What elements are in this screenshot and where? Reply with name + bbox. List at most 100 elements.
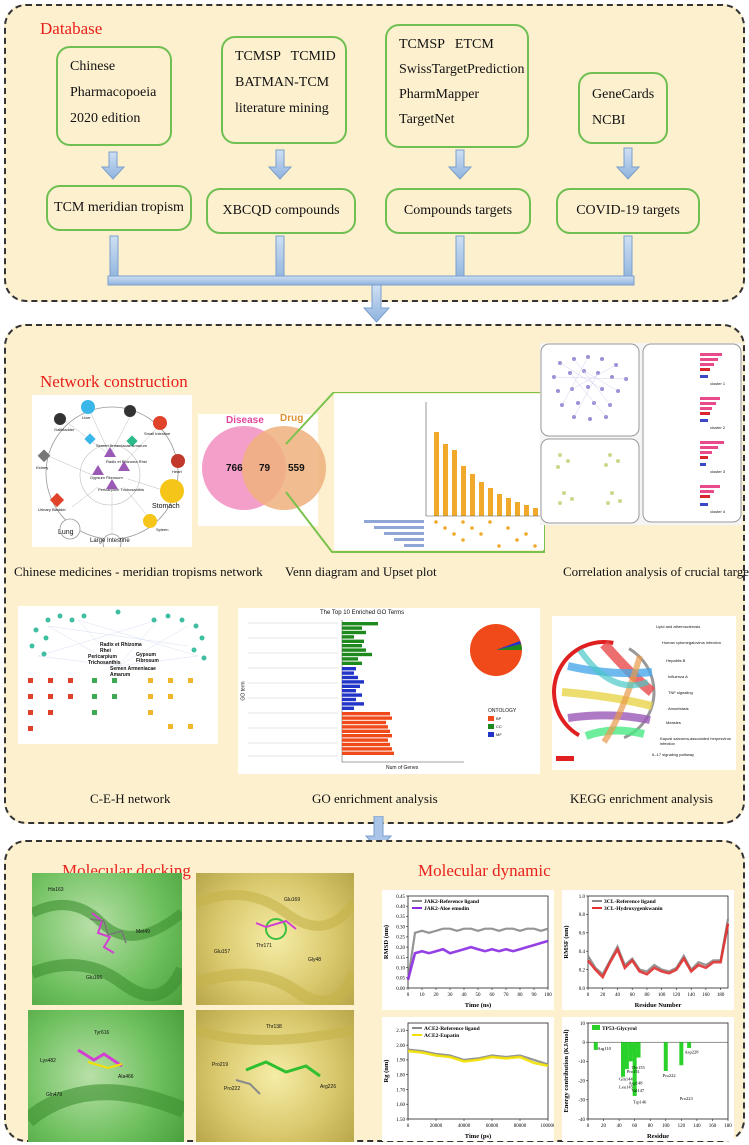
y-tick-label: 0.30 xyxy=(396,925,405,930)
ceh-herb-label: Pericarpium Trichosanthis xyxy=(88,654,121,666)
source-line: TargetNet xyxy=(399,112,455,127)
residue-label: His163 xyxy=(48,887,64,893)
source-line: TCMSP TCMID xyxy=(235,49,336,64)
residue-label: Thr138 xyxy=(266,1024,282,1030)
connector xyxy=(623,235,633,281)
y-tick-label: 1.50 xyxy=(396,1118,405,1123)
residue-label: Glu166 xyxy=(86,975,103,981)
residue-label: Arg226 xyxy=(320,1084,337,1090)
x-tick-label: 20000 xyxy=(430,1124,443,1129)
series-line xyxy=(407,1048,549,1066)
bar xyxy=(632,1042,637,1096)
herb-label: Pericarpium Trichosanthis xyxy=(98,487,145,492)
down-arrow xyxy=(447,149,473,180)
y-tick-label: 0.15 xyxy=(396,956,405,961)
y-tick-label: 2.00 xyxy=(396,1044,405,1049)
residue-label: Pro222 xyxy=(224,1086,241,1092)
y-tick-label: 0.45 xyxy=(396,895,405,900)
residue-annotation: Asp148 xyxy=(628,1080,643,1085)
ceh-network-graphic xyxy=(28,609,207,731)
x-tick-label: 40 xyxy=(617,1124,623,1129)
x-tick-label: 60 xyxy=(490,993,496,998)
y-axis-label: Energy contribution (KJ/mol) xyxy=(563,1029,570,1112)
y-tick-label: 0.20 xyxy=(396,946,405,951)
down-arrow xyxy=(100,151,126,180)
meridian-node-label: Gallbladder xyxy=(54,427,75,432)
x-tick-label: 90 xyxy=(532,993,538,998)
source-box-disease-db: GeneCards NCBI xyxy=(578,72,668,144)
residue-label: Pro219 xyxy=(212,1062,229,1068)
y-tick-label: 0.2 xyxy=(579,968,586,973)
cluster-label: cluster 2 xyxy=(710,425,726,430)
kegg-term: Human cytomegalovirus infection xyxy=(662,640,721,645)
herb-label: Radix et Rhizoma Rhei xyxy=(106,459,147,464)
meridian-node-label: Kidney xyxy=(36,465,49,470)
x-tick-label: 60 xyxy=(632,1124,638,1129)
x-tick-label: 40 xyxy=(462,993,468,998)
legend-label: ACE2-Reference ligand xyxy=(424,1026,480,1032)
venn-left-label: Disease xyxy=(226,415,264,426)
x-tick-label: 20 xyxy=(600,993,606,998)
down-arrow xyxy=(615,147,641,180)
cluster-label: cluster 4 xyxy=(710,509,726,514)
y-tick-label: 0.00 xyxy=(396,987,405,992)
residue-annotation: Gln144 xyxy=(619,1077,633,1082)
bar xyxy=(636,1042,641,1058)
y-tick-label: 1.70 xyxy=(396,1088,405,1093)
y-tick-label: 0 xyxy=(583,1041,586,1046)
meridian-network-graphic xyxy=(37,400,185,547)
go-x-label: Num of Genes xyxy=(386,765,419,771)
connector xyxy=(107,275,635,286)
residue-label: Gln479 xyxy=(46,1092,63,1098)
x-tick-label: 120 xyxy=(678,1124,686,1129)
y-tick-label: 10 xyxy=(580,1022,586,1027)
go-y-label: GO term xyxy=(240,681,247,701)
y-tick-label: 0.4 xyxy=(579,950,586,955)
venn-right-count: 559 xyxy=(288,463,305,474)
cluster-label: cluster 1 xyxy=(710,381,726,386)
kegg-enrichment-panel: Lipid and atherosclerosis Human cytomega… xyxy=(552,616,736,770)
kegg-term: Hepatitis B xyxy=(666,658,686,663)
x-tick-label: 0 xyxy=(587,993,590,998)
network-title: Network construction xyxy=(40,372,188,391)
target-box-meridian: TCM meridian tropism xyxy=(46,185,192,231)
y-tick-label: 1.80 xyxy=(396,1073,405,1078)
venn-overlap-count: 79 xyxy=(259,463,271,474)
x-tick-label: 80000 xyxy=(514,1124,527,1129)
bar xyxy=(687,1042,692,1048)
source-line: BATMAN-TCM xyxy=(235,75,330,90)
source-line: SwissTargetPrediction xyxy=(399,62,525,77)
residue-annotation: Trp146 xyxy=(633,1100,647,1105)
x-tick-label: 20 xyxy=(434,993,440,998)
source-line: Pharmacopoeia xyxy=(70,85,157,100)
residue-annotation: Arg110 xyxy=(597,1046,611,1051)
kegg-term: Kaposi sarcoma-associated herpesvirus in… xyxy=(660,736,731,746)
x-tick-label: 0 xyxy=(407,993,410,998)
x-tick-label: 160 xyxy=(702,993,710,998)
plot-frame xyxy=(407,1022,549,1120)
series-line xyxy=(586,923,730,980)
connector xyxy=(455,235,465,281)
y-tick-label: 2.10 xyxy=(396,1029,405,1034)
database-title: Database xyxy=(40,19,103,38)
x-tick-label: 10 xyxy=(420,993,426,998)
legend-label: 3CL-Reference ligand xyxy=(604,899,656,905)
x-tick-label: 0 xyxy=(587,1124,590,1129)
kegg-chord-graphic xyxy=(552,640,656,761)
x-tick-label: 100 xyxy=(544,993,552,998)
venn-upset-graphic xyxy=(198,392,545,553)
x-tick-label: 180 xyxy=(717,993,725,998)
x-axis-label: Time (ns) xyxy=(465,1002,491,1009)
y-tick-label: 0.40 xyxy=(396,905,405,910)
x-tick-label: 100 xyxy=(658,993,666,998)
y-tick-label: -10 xyxy=(578,1060,585,1065)
x-tick-label: 140 xyxy=(693,1124,701,1129)
legend-label: ACE2-Eupatin xyxy=(424,1033,459,1039)
bar xyxy=(663,1042,668,1071)
y-tick-label: -20 xyxy=(578,1079,585,1084)
venn-right-label: Drug xyxy=(280,413,304,424)
source-line: 2020 edition xyxy=(70,111,141,126)
kegg-term: TNF signaling xyxy=(668,690,693,695)
